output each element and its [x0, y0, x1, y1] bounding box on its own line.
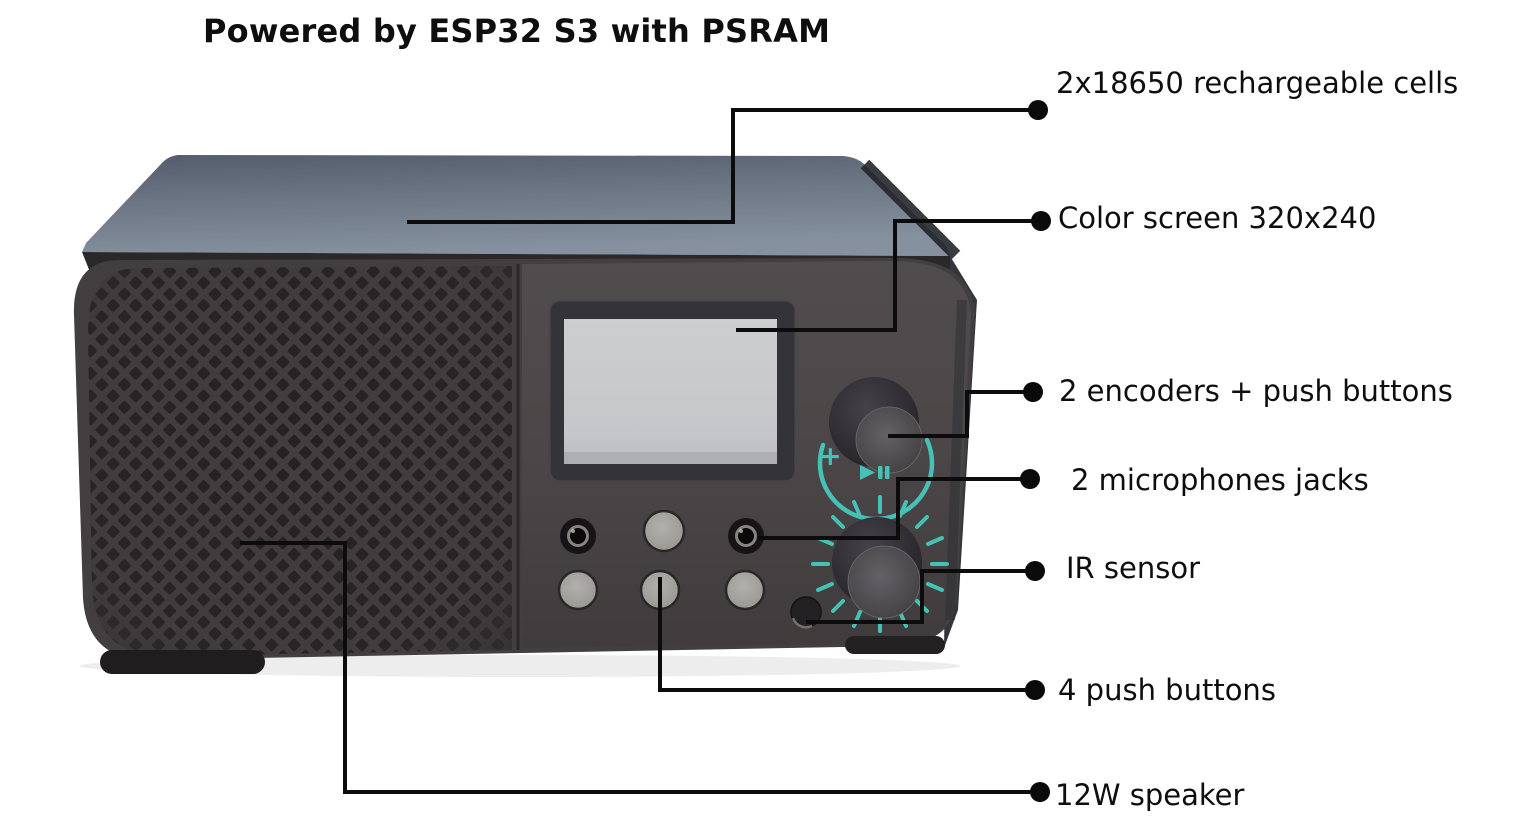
- annotation-label-battery: 2x18650 rechargeable cells: [1056, 66, 1459, 100]
- mic-jack-left: [560, 518, 596, 554]
- device-top-face: [82, 155, 950, 256]
- callout-lines: [240, 100, 1051, 802]
- callout-line-microphones: [758, 477, 1030, 540]
- callout-line-speaker: [240, 541, 1040, 794]
- push-button-top: [642, 509, 686, 553]
- annotation-label-push-buttons: 4 push buttons: [1058, 673, 1276, 707]
- diagram-title: Powered by ESP32 S3 with PSRAM: [203, 12, 831, 50]
- annotation-label-screen: Color screen 320x240: [1058, 201, 1377, 235]
- callout-line-push-buttons: [658, 577, 1035, 692]
- callout-dot-microphones: [1020, 469, 1040, 489]
- annotation-label-microphones: 2 microphones jacks: [1071, 463, 1369, 497]
- color-screen: [549, 300, 796, 482]
- foam-edge-right: [860, 159, 961, 260]
- encoder-knob-top: +: [817, 377, 935, 522]
- callout-dot-speaker: [1030, 782, 1050, 802]
- mic-jack-right: [728, 518, 764, 554]
- callout-dot-encoders: [1023, 382, 1043, 402]
- annotation-label-encoders: 2 encoders + push buttons: [1059, 374, 1453, 408]
- push-button-1: [557, 569, 599, 611]
- callout-line-encoders: [888, 390, 1033, 438]
- screen-lit-area: [564, 319, 777, 464]
- panel-right-shade: [945, 299, 967, 621]
- play-pause-icon: [860, 465, 890, 480]
- ground-shadow: [80, 655, 960, 677]
- annotation-label-ir-sensor: IR sensor: [1066, 551, 1201, 585]
- push-button-3: [724, 569, 766, 611]
- device-foot-left: [100, 650, 265, 674]
- annotation-label-speaker: 12W speaker: [1055, 778, 1245, 812]
- callout-line-screen: [736, 219, 1041, 332]
- volume-tick-ring: [811, 495, 949, 633]
- callout-line-battery: [407, 108, 1038, 224]
- speaker-grille: [88, 266, 512, 656]
- callout-dot-push-buttons: [1025, 680, 1045, 700]
- volume-plus-glyph: +: [819, 441, 842, 472]
- device-foot-right: [845, 636, 945, 654]
- callout-dot-battery: [1028, 100, 1048, 120]
- ir-sensor: [790, 596, 822, 629]
- callout-line-ir-sensor: [806, 569, 1035, 624]
- callout-dot-screen: [1031, 211, 1051, 231]
- callout-dot-ir-sensor: [1025, 561, 1045, 581]
